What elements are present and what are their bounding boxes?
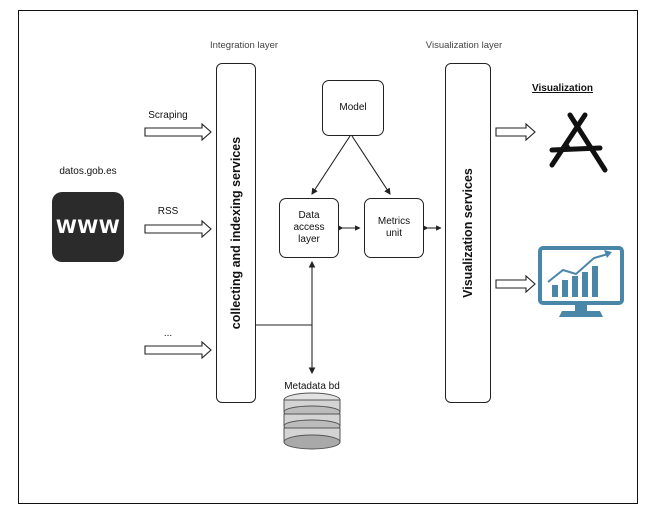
visualization-layer-header: Visualization layer — [425, 40, 503, 51]
database-icon — [283, 392, 341, 450]
app-store-icon — [549, 112, 608, 173]
input-label-rss: RSS — [157, 206, 179, 217]
data-access-layer-label: Data access layer — [293, 210, 325, 245]
edge-model-data — [311, 135, 351, 195]
arrow-out-1 — [495, 122, 536, 142]
collecting-indexing-box: collecting and indexing services — [216, 63, 256, 403]
arrow-rss — [144, 219, 212, 239]
www-icon: WWW — [52, 192, 124, 262]
arrow-other — [144, 340, 212, 360]
input-arrows — [144, 122, 536, 360]
metadata-label: Metadata bd — [284, 381, 340, 392]
model-box: Model — [322, 80, 384, 136]
edge-model-metrics — [351, 135, 391, 195]
input-label-scraping: Scraping — [148, 110, 188, 121]
www-icon-text: WWW — [55, 216, 121, 238]
source-label: datos.gob.es — [59, 166, 117, 177]
integration-layer-header: Integration layer — [209, 40, 279, 51]
data-access-layer-box: Data access layer — [279, 198, 339, 258]
arrow-scraping — [144, 122, 212, 142]
input-label-other: ... — [163, 328, 173, 339]
model-label: Model — [339, 102, 367, 113]
analytics-monitor-icon — [538, 246, 624, 317]
metrics-unit-label: Metrics unit — [377, 216, 411, 239]
visualization-title: Visualization — [532, 83, 593, 94]
arrow-out-2 — [495, 274, 536, 294]
visualization-services-box: Visualization services — [445, 63, 491, 403]
